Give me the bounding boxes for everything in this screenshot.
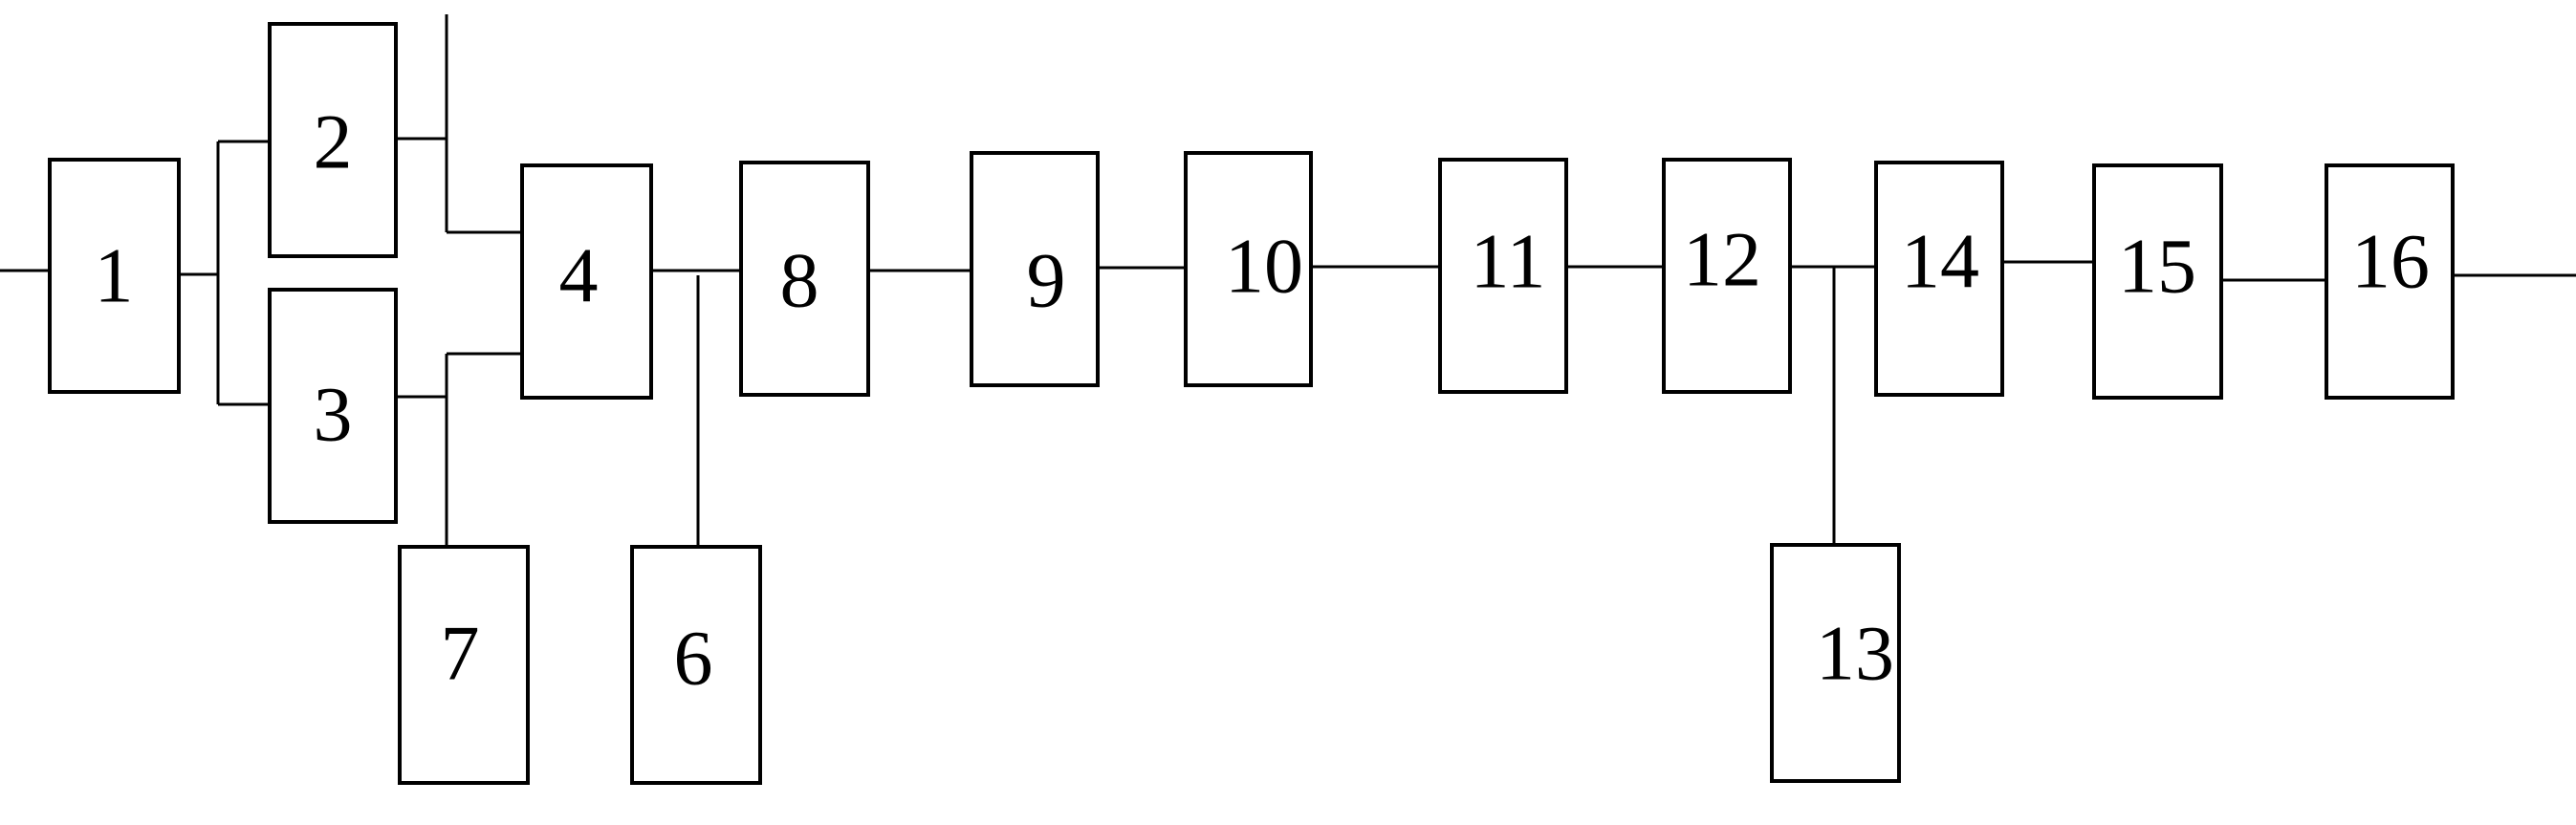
block-2: 2: [268, 22, 398, 258]
block-label: 12: [1683, 216, 1761, 303]
block-16: 16: [2325, 163, 2455, 400]
block-label: 13: [1816, 610, 1894, 697]
line-1-to-2-3: [179, 140, 270, 406]
block-label: 8: [780, 237, 819, 324]
block-label: 2: [314, 98, 353, 185]
block-label: 11: [1471, 218, 1546, 305]
block-3: 3: [268, 288, 398, 524]
block-15: 15: [2092, 163, 2223, 400]
block-8: 8: [739, 161, 870, 397]
block-11: 11: [1438, 158, 1568, 394]
block-6: 6: [630, 545, 762, 785]
line-2-to-4: [396, 14, 522, 234]
block-label: 14: [1901, 218, 1979, 305]
block-12: 12: [1662, 158, 1792, 394]
block-label: 10: [1225, 223, 1303, 310]
block-label: 6: [674, 615, 713, 702]
block-label: 4: [559, 232, 599, 319]
block-14: 14: [1874, 161, 2004, 397]
block-10: 10: [1184, 151, 1313, 387]
block-label: 16: [2351, 218, 2430, 305]
block-label: 7: [441, 610, 480, 697]
block-4: 4: [520, 163, 653, 400]
block-7: 7: [398, 545, 530, 785]
block-label: 9: [1027, 237, 1066, 324]
block-13: 13: [1770, 543, 1901, 783]
block-label: 15: [2118, 223, 2196, 310]
connection-lines: [0, 14, 2576, 547]
block-label: 3: [314, 371, 353, 458]
line-3-7-to-4: [396, 352, 522, 547]
block-1: 1: [48, 158, 181, 394]
block-label: 1: [95, 232, 134, 319]
block-9: 9: [970, 151, 1100, 387]
